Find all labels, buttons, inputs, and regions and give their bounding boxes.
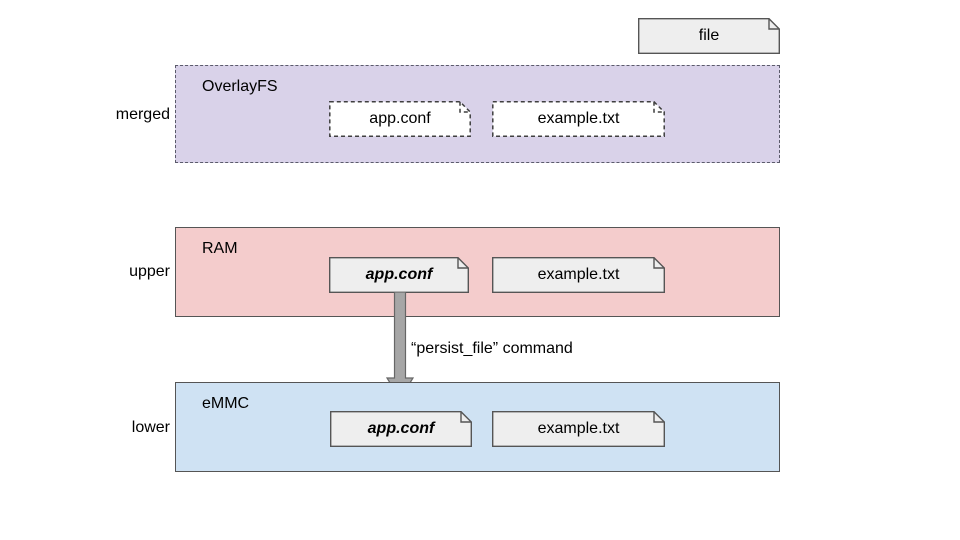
row-label-lower: lower — [131, 419, 170, 436]
file-card-lower-example-txt[interactable]: example.txt — [492, 411, 665, 447]
file-card-merged-example-txt[interactable]: example.txt — [492, 101, 665, 137]
file-card-upper-example-txt[interactable]: example.txt — [492, 257, 665, 293]
file-card-upper-app-conf[interactable]: app.conf — [329, 257, 469, 293]
document-shape-icon — [329, 101, 471, 137]
row-label-upper: upper — [129, 263, 170, 280]
document-shape-icon — [492, 411, 665, 447]
layer-upper-ram[interactable]: RAM — [175, 227, 780, 317]
document-shape-icon — [492, 101, 665, 137]
layer-merged-overlayfs[interactable]: OverlayFS — [175, 65, 780, 163]
file-card-top-label: file — [698, 26, 720, 44]
file-card-lower-app-conf-label: app.conf — [367, 419, 435, 437]
file-card-lower-example-txt-label: example.txt — [537, 419, 620, 437]
file-card-merged-app-conf[interactable]: app.conf — [329, 101, 471, 137]
layer-title-ram: RAM — [202, 240, 238, 257]
document-shape-icon — [492, 257, 665, 293]
layer-title-overlayfs: OverlayFS — [202, 78, 278, 95]
row-label-merged: merged — [115, 106, 170, 123]
file-card-lower-app-conf[interactable]: app.conf — [330, 411, 472, 447]
file-card-upper-app-conf-label: app.conf — [365, 265, 433, 283]
document-shape-icon — [330, 411, 472, 447]
document-shape-icon — [638, 18, 780, 54]
layer-lower-emmc[interactable]: eMMC — [175, 382, 780, 472]
file-card-merged-example-txt-label: example.txt — [537, 109, 620, 127]
file-card-upper-example-txt-label: example.txt — [537, 265, 620, 283]
layer-title-emmc: eMMC — [202, 395, 250, 412]
file-card-top[interactable]: file — [638, 18, 780, 54]
document-shape-icon — [329, 257, 469, 293]
file-card-merged-app-conf-label: app.conf — [369, 109, 431, 127]
persist-file-arrow-label: “persist_file” command — [411, 340, 573, 357]
